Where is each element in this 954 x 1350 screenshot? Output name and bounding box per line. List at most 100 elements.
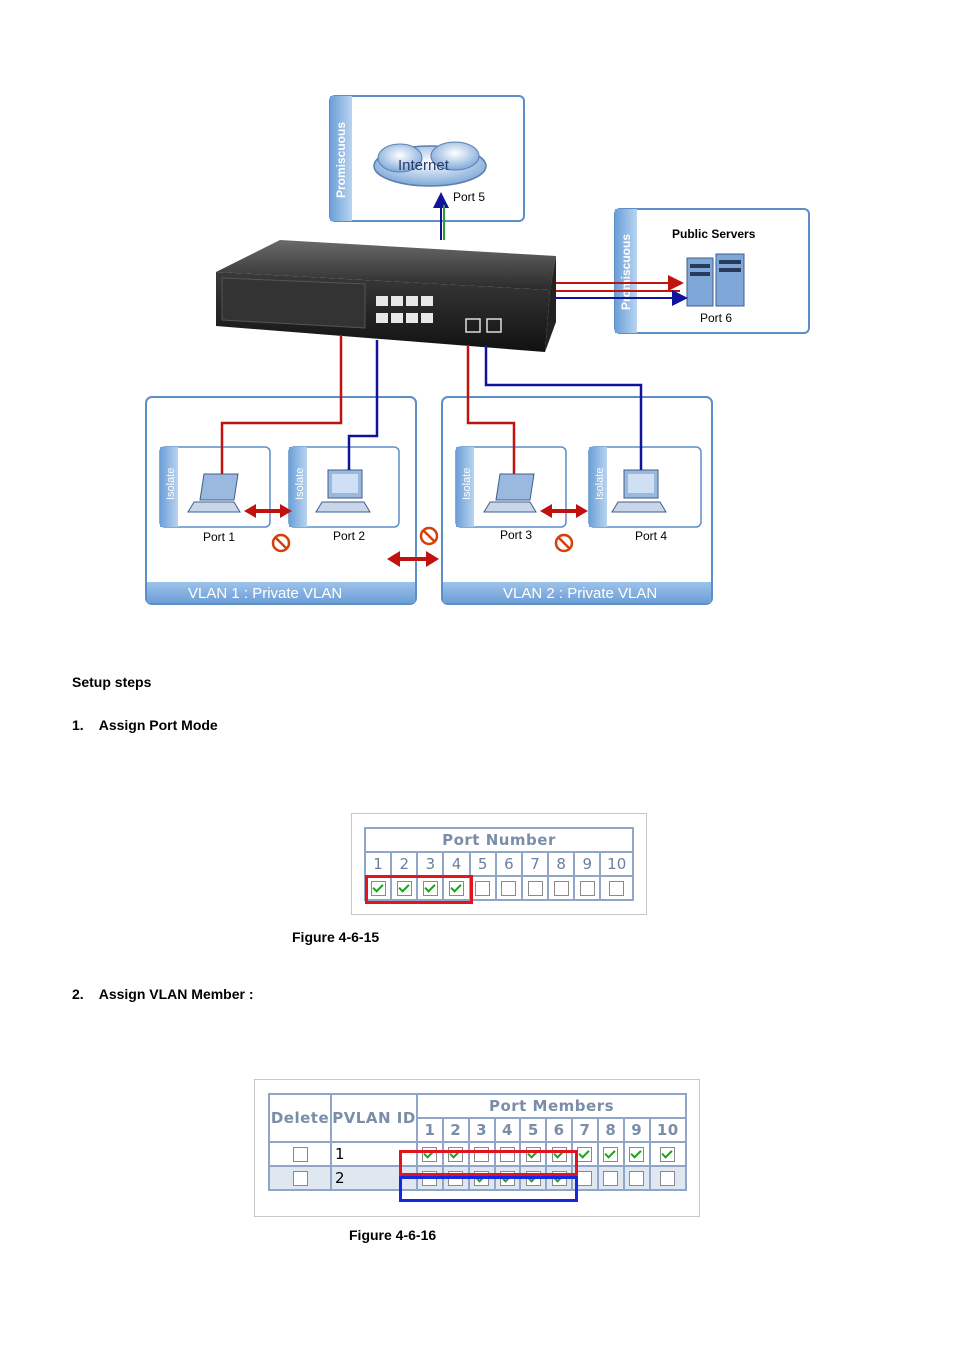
port-member-cell	[571, 1141, 599, 1167]
port-mode-cell	[599, 875, 634, 901]
port4-label: Port 4	[635, 529, 667, 543]
laptop-icon-port3	[483, 473, 537, 513]
vlan1-group: VLAN 1 : Private VLAN Isolate Isolate Po…	[145, 396, 417, 605]
member-checkbox[interactable]	[629, 1147, 645, 1162]
port-mode-cell	[416, 875, 445, 901]
pvlan-id-cell: 2	[330, 1165, 418, 1191]
delete-checkbox[interactable]	[292, 1147, 308, 1162]
private-vlan-diagram: Promiscuous Internet Port 5 Promiscuous …	[145, 95, 810, 605]
vlan2-group: VLAN 2 : Private VLAN Isolate Isolate Po…	[441, 396, 713, 605]
port6-label: Port 6	[700, 311, 732, 325]
port-checkbox[interactable]	[553, 881, 569, 896]
port5-label: Port 5	[453, 190, 485, 204]
port-number-cell: 3	[416, 851, 445, 877]
port-checkbox[interactable]	[396, 881, 412, 896]
port-mode-cell	[520, 875, 550, 901]
figure-16-caption: Figure 4-6-16	[349, 1227, 437, 1243]
port-member-cell	[648, 1141, 688, 1167]
port-number-cell: 7	[520, 851, 550, 877]
member-checkbox[interactable]	[603, 1147, 619, 1162]
port-member-cell	[493, 1141, 522, 1167]
port-number-cell: 8	[547, 851, 576, 877]
member-checkbox[interactable]	[629, 1171, 645, 1186]
port-number-cell: 9	[573, 851, 602, 877]
internet-label: Internet	[398, 157, 450, 174]
port-number-cell: 5	[519, 1117, 548, 1143]
port-number-cell: 6	[545, 1117, 574, 1143]
isolate-label-port1: Isolate	[165, 468, 177, 500]
port-number-cell: 4	[442, 851, 471, 877]
isolate-label-port3: Isolate	[461, 468, 473, 500]
port-checkbox[interactable]	[449, 881, 465, 896]
port-member-cell	[622, 1141, 651, 1167]
member-checkbox[interactable]	[660, 1171, 676, 1186]
server-icon	[686, 253, 745, 307]
port1-label: Port 1	[203, 530, 235, 544]
port-checkbox[interactable]	[501, 881, 517, 896]
port-member-cell	[596, 1141, 625, 1167]
laptop-icon-port1	[187, 473, 241, 513]
port-checkbox[interactable]	[422, 881, 438, 896]
port-checkbox[interactable]	[609, 881, 625, 896]
pvlan-id-cell: 1	[330, 1141, 418, 1167]
port-member-cell	[622, 1165, 651, 1191]
port-checkbox[interactable]	[475, 881, 491, 896]
step1-heading: 1. Assign Port Mode	[72, 717, 218, 733]
port-checkbox[interactable]	[370, 881, 386, 896]
port-mode-cell	[573, 875, 602, 901]
member-checkbox[interactable]	[660, 1147, 676, 1162]
port-mode-cell	[494, 875, 523, 901]
port3-label: Port 3	[500, 528, 532, 542]
port-number-cell: 3	[467, 1117, 496, 1143]
port-mode-cell	[442, 875, 471, 901]
port-number-cell: 9	[622, 1117, 651, 1143]
port-number-cell: 5	[468, 851, 497, 877]
no-entry-icon	[419, 526, 439, 546]
highlight-vlan2-members	[399, 1176, 578, 1202]
setup-steps-heading: Setup steps	[72, 674, 152, 690]
promiscuous-label-internet: Promiscuous	[334, 122, 348, 198]
public-servers-label: Public Servers	[672, 227, 756, 241]
port-checkbox[interactable]	[527, 881, 543, 896]
port-member-cell	[596, 1165, 625, 1191]
port-number-cell: 6	[494, 851, 523, 877]
vlan2-label: VLAN 2 : Private VLAN	[503, 585, 657, 602]
blocked-arrow-port1-port2	[244, 504, 292, 518]
member-checkbox[interactable]	[603, 1171, 619, 1186]
port-mode-cell	[468, 875, 497, 901]
highlight-vlan1-members	[399, 1150, 578, 1176]
port-member-cell	[648, 1165, 688, 1191]
isolate-label-port4: Isolate	[594, 468, 606, 500]
no-entry-icon	[271, 533, 291, 553]
port-number-cell: 7	[571, 1117, 599, 1143]
switch-icon	[216, 240, 556, 352]
port-number-cell: 2	[441, 1117, 470, 1143]
port-members-header: Port Members	[416, 1093, 687, 1119]
port-number-cell: 10	[648, 1117, 688, 1143]
delete-cell	[268, 1141, 332, 1167]
desktop-icon-port2	[315, 469, 371, 513]
public-servers-box: Promiscuous Public Servers Port 6	[614, 208, 810, 334]
delete-checkbox[interactable]	[292, 1171, 308, 1186]
internet-box: Promiscuous Internet Port 5	[329, 95, 525, 222]
port2-label: Port 2	[333, 529, 365, 543]
port-number-cell: 2	[390, 851, 419, 877]
port-checkbox[interactable]	[579, 881, 595, 896]
delete-cell	[268, 1165, 332, 1191]
blocked-arrow-vlan1-vlan2	[387, 551, 439, 567]
port-number-cell: 4	[493, 1117, 522, 1143]
port-number-header: Port Number	[364, 827, 634, 853]
delete-column-header: Delete	[268, 1093, 332, 1143]
port-member-cell	[467, 1141, 496, 1167]
port-number-cell: 1	[363, 851, 393, 877]
member-checkbox[interactable]	[577, 1147, 593, 1162]
member-checkbox[interactable]	[577, 1171, 593, 1186]
blocked-arrow-port3-port4	[540, 504, 588, 518]
port-number-cell: 1	[416, 1117, 444, 1143]
port-number-cell: 10	[599, 851, 634, 877]
internet-cloud-icon	[373, 141, 487, 187]
no-entry-icon	[554, 533, 574, 553]
port-mode-cell	[547, 875, 576, 901]
